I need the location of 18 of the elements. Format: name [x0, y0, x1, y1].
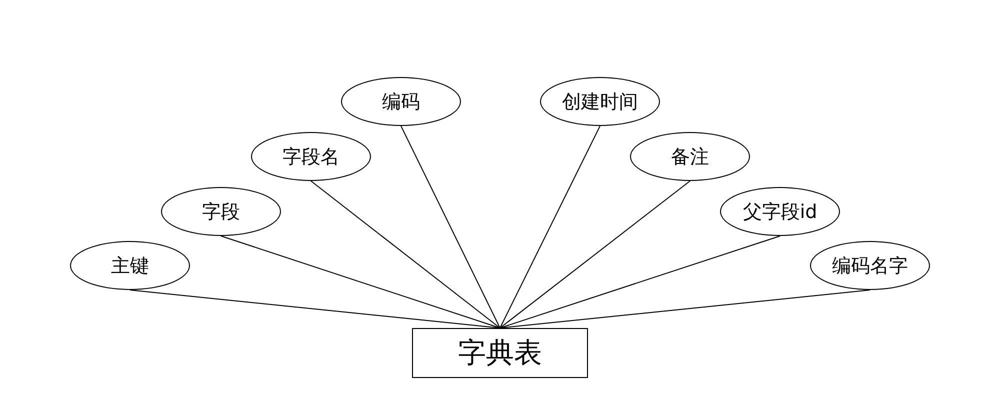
- connector-line: [130, 290, 500, 328]
- entity-box: [412, 328, 588, 378]
- attribute-name: 字段名: [282, 144, 340, 170]
- attribute-name: 创建时间: [562, 90, 638, 114]
- attribute-name: 备注: [671, 144, 709, 170]
- connector-line: [500, 290, 870, 328]
- connector-line: [400, 126, 500, 328]
- attribute-name: 字段: [202, 200, 240, 224]
- attribute-name: 父字段id: [742, 200, 818, 224]
- entity-name: 字典表: [458, 335, 542, 371]
- connector-line: [220, 236, 500, 328]
- attribute-name: 编码: [382, 90, 420, 114]
- connector-line: [500, 126, 600, 328]
- attribute-name: 主键: [111, 254, 149, 278]
- attribute-name: 编码名字: [832, 254, 908, 278]
- connector-line: [500, 180, 690, 328]
- connector-line: [310, 180, 500, 328]
- connector-line: [500, 236, 780, 328]
